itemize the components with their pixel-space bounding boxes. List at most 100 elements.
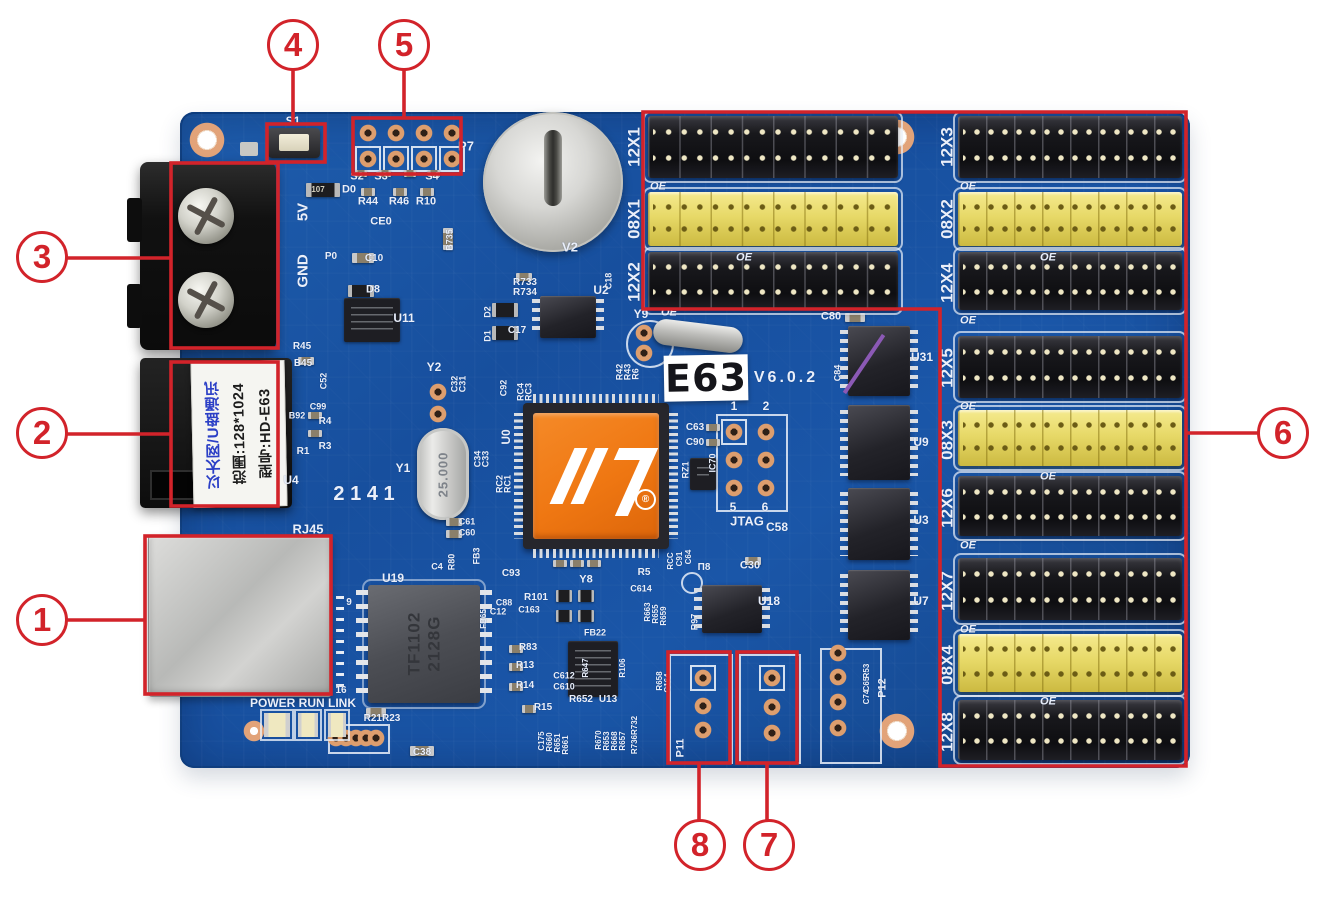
silkscreen-r15: R15 — [533, 702, 553, 713]
callout-7: 7 — [743, 819, 795, 871]
silkscreen-r657: R657 — [618, 731, 627, 751]
connector-12X6 — [953, 471, 1187, 541]
connector-pin-row — [963, 643, 1177, 656]
smd-component — [845, 313, 865, 322]
silkscreen-d8: D8 — [365, 283, 381, 296]
pad-ring — [829, 644, 847, 662]
silkscreen-r6: R6 — [630, 368, 641, 380]
connector-pin-row — [963, 510, 1177, 523]
silkscreen-b45: B45 — [293, 358, 313, 369]
connector-pin-row — [963, 734, 1177, 747]
smd-component — [410, 746, 434, 756]
silkscreen-c163: C163 — [518, 604, 540, 615]
silkscreen-r13: R13 — [515, 660, 535, 671]
pad-ring — [635, 324, 653, 342]
cpu-logo-sticker: ® — [533, 413, 659, 539]
smd-component — [509, 663, 523, 671]
silkscreen-rz1: RZ1 — [680, 461, 691, 479]
silkscreen-c99: C99 — [309, 401, 327, 412]
silkscreen-r3: R3 — [318, 441, 332, 452]
silkscreen-c74: C74 — [862, 689, 871, 705]
silkscreen-r83: R83 — [518, 642, 538, 653]
pad-ring — [763, 698, 781, 716]
smd-component — [393, 188, 407, 196]
chip-U31 — [840, 326, 918, 396]
connector-08X1 — [643, 187, 903, 251]
silkscreen-12x1: 12X1 — [624, 127, 644, 167]
silkscreen-p0: P0 — [324, 251, 338, 262]
silkscreen-d1: D1 — [482, 330, 493, 342]
smd-component — [706, 439, 720, 446]
pad-ring — [829, 719, 847, 737]
connector-pin-row — [653, 200, 893, 213]
connector-pin-row — [653, 285, 893, 298]
cpu-pins-left — [514, 413, 523, 539]
silkscreen-r46: R46 — [388, 195, 410, 208]
smd-component — [492, 326, 518, 340]
silkscreen-r101: R101 — [524, 592, 548, 603]
chip-pins-left — [840, 492, 848, 556]
silkscreen-fb3: FB3 — [471, 547, 482, 565]
smd-component — [446, 518, 462, 526]
terminal-tab — [127, 198, 142, 242]
silkscreen-12x8: 12X8 — [937, 712, 957, 752]
pad-ring — [694, 697, 712, 715]
silkscreen-p11: P11 — [674, 738, 687, 758]
smd-component — [308, 430, 322, 437]
silkscreen-oe: OE — [1040, 470, 1056, 483]
pad-ring — [690, 665, 716, 691]
silkscreen-u18: U18 — [757, 594, 781, 608]
connector-12X1 — [643, 111, 903, 183]
connector-12X7 — [953, 553, 1187, 625]
solder-tab — [240, 142, 258, 156]
silkscreen-r659: R659 — [659, 606, 668, 626]
terminal-screw — [178, 188, 234, 244]
connector-pin-row — [653, 151, 893, 164]
smd-component — [446, 530, 462, 538]
silkscreen-s3: S3 — [374, 170, 388, 183]
smd-component — [308, 412, 322, 419]
smd-component — [553, 560, 567, 567]
silkscreen-2: 2 — [762, 399, 770, 413]
silkscreen-rcc: RCC — [666, 552, 675, 570]
silkscreen-r106: R106 — [618, 658, 627, 678]
chip-pins-left — [532, 298, 540, 336]
silkscreen-u19: U19 — [381, 571, 405, 585]
silkscreen-1: 1 — [730, 399, 738, 413]
pad-ring — [383, 146, 409, 172]
silkscreen-c38: C38 — [412, 747, 432, 758]
connector-pin-row — [653, 223, 893, 236]
usb-port: 以太网/U盘通讯 范围:128*1024 型号:HD-E63 — [140, 358, 292, 508]
callout-5: 5 — [378, 19, 430, 71]
connector-pin-row — [653, 261, 893, 274]
silkscreen-fb65: FB65 — [479, 609, 488, 629]
smd-component — [492, 303, 518, 317]
transformer-part-number: TF1102 — [404, 612, 424, 676]
silkscreen-oe: OE — [736, 251, 752, 264]
callout-6: 6 — [1257, 407, 1309, 459]
pad-ring — [829, 668, 847, 686]
connector-pin-row — [963, 567, 1177, 580]
connector-pin-row — [963, 667, 1177, 680]
transformer-pins-right — [480, 589, 492, 699]
chip-U11 — [344, 298, 400, 342]
rj45-pin-silkscreen — [336, 596, 344, 692]
silkscreen-c4: C4 — [431, 561, 443, 572]
pad-ring — [359, 124, 377, 142]
silkscreen-oe: OE — [960, 400, 976, 413]
silkscreen-c60: C60 — [458, 527, 476, 538]
smd-component — [706, 424, 720, 431]
pad-ring — [757, 479, 775, 497]
silkscreen-u9: U9 — [913, 435, 929, 449]
connector-12X4 — [953, 247, 1187, 315]
main-cpu: ® — [514, 394, 678, 558]
silkscreen-r1: R1 — [296, 446, 310, 457]
silkscreen-c17: C17 — [507, 325, 527, 336]
cpu-pins-right — [669, 413, 678, 539]
chip-pins-left — [840, 409, 848, 476]
connector-pin-row — [963, 261, 1177, 274]
smd-component — [404, 170, 416, 177]
silkscreen-jtag: JTAG — [730, 513, 764, 529]
silkscreen-oe: OE — [650, 180, 666, 193]
status-led — [294, 709, 322, 741]
